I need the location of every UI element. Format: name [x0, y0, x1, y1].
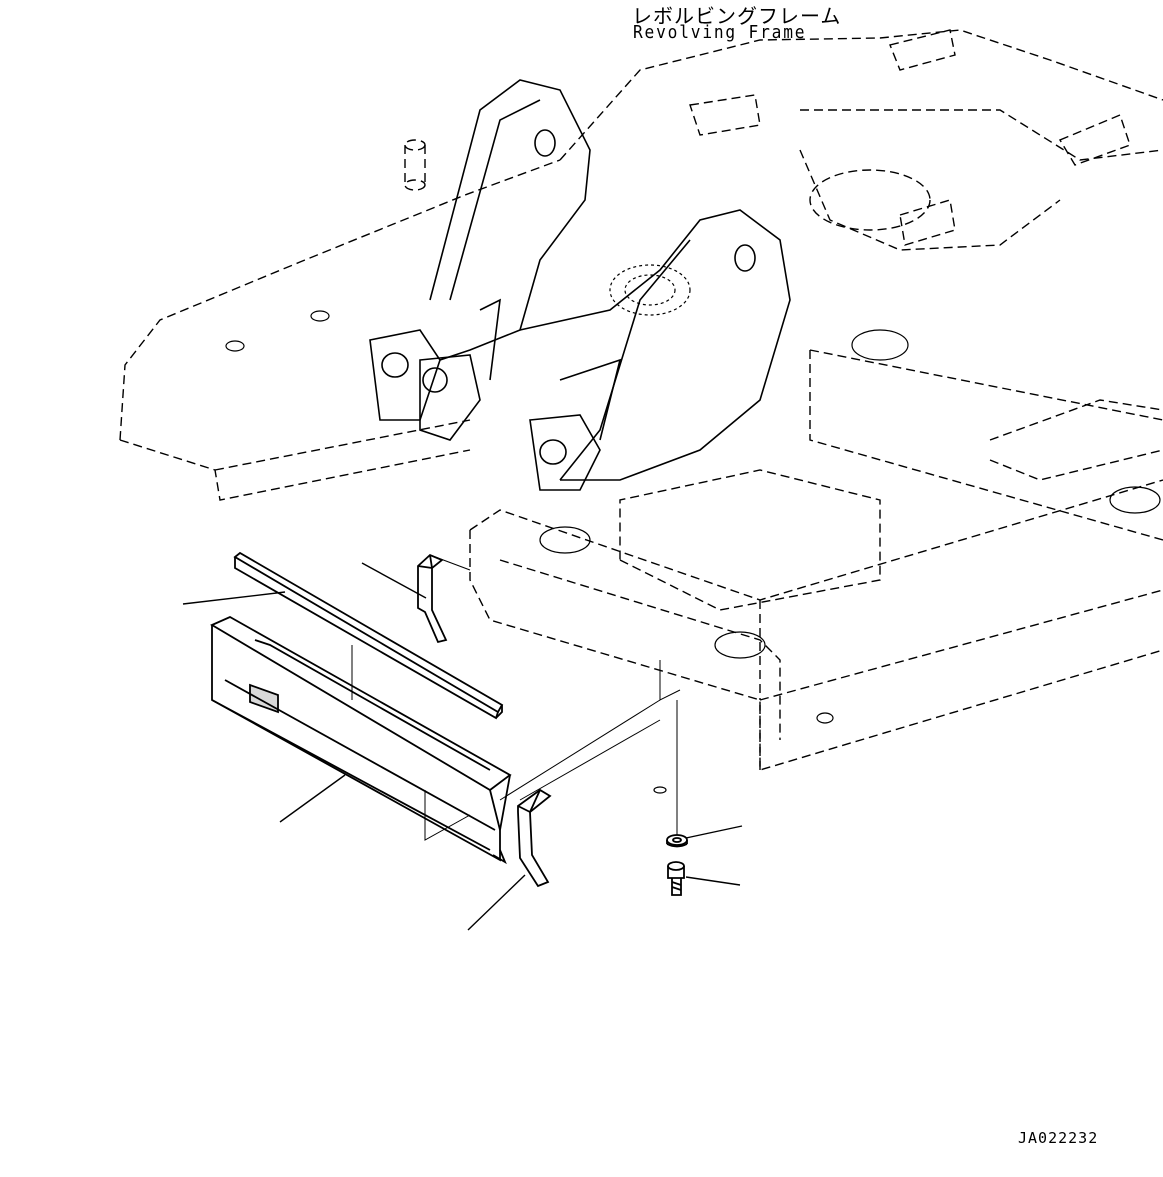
boom-brackets [369, 79, 791, 491]
alignment-lines [351, 554, 681, 841]
bracket-lower [517, 788, 552, 888]
leader-lines [182, 562, 743, 931]
drawing-code: JA022232 [1018, 1129, 1099, 1147]
revolving-frame-label-jp: レボルビングフレーム [632, 4, 842, 28]
bracket-upper [417, 553, 448, 644]
seal-strip [233, 551, 504, 720]
cover-plate [210, 615, 512, 865]
revolving-frame [119, 29, 1163, 771]
frame-holes [225, 310, 1161, 794]
washer [666, 834, 688, 848]
bolt [667, 861, 685, 896]
revolving-frame-label-en: Revolving Frame [633, 22, 807, 43]
swing-circle [609, 264, 691, 316]
